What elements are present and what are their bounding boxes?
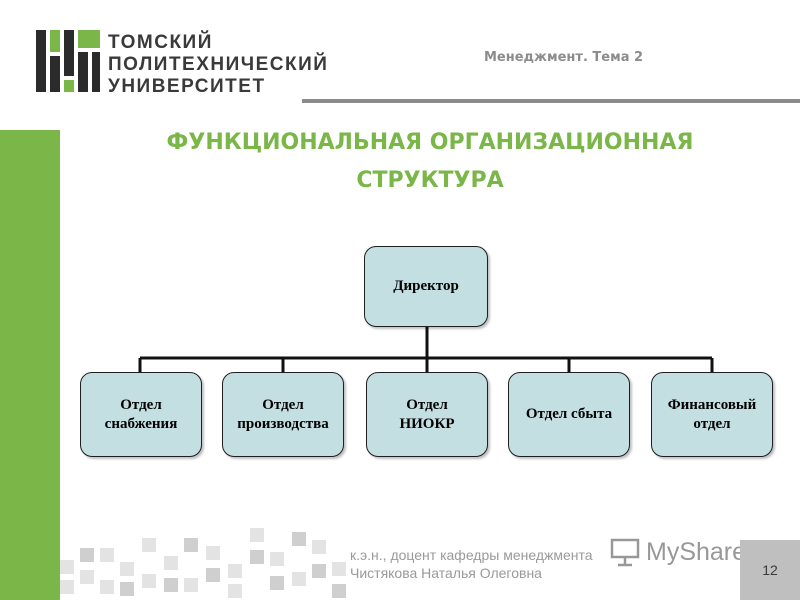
side-accent-bar: [0, 130, 60, 600]
slide-title-line-2: СТРУКТУРА: [356, 168, 504, 193]
org-node-director: Директор: [364, 246, 488, 327]
org-node-director-label: Директор: [393, 278, 459, 294]
page-number: 12: [762, 562, 778, 578]
org-node-production-dept: Отдел производства: [222, 372, 344, 457]
myshared-watermark: MyShared: [610, 537, 760, 567]
org-node-label: Отдел сбыта: [525, 406, 613, 422]
org-node-finance-dept: Финансовый отдел: [651, 372, 773, 457]
university-name: ТОМСКИЙ ПОЛИТЕХНИЧЕСКИЙ УНИВЕРСИТЕТ: [108, 32, 328, 98]
org-node-label: Отдел НИОКР: [399, 396, 455, 432]
slide-title: ФУНКЦИОНАЛЬНАЯ ОРГАНИЗАЦИОННАЯ СТРУКТУРА: [110, 124, 750, 200]
presentation-board-icon: [610, 538, 640, 567]
org-node-label: Отдел снабжения: [104, 396, 178, 432]
university-logo: [36, 30, 100, 92]
org-node-label: Отдел производства: [237, 396, 329, 432]
header-divider: [302, 99, 800, 103]
university-name-line-3: УНИВЕРСИТЕТ: [108, 76, 266, 97]
org-node-supply-dept: Отдел снабжения: [80, 372, 202, 457]
slide-title-line-1: ФУНКЦИОНАЛЬНАЯ ОРГАНИЗАЦИОННАЯ: [166, 130, 694, 155]
course-topic: Менеджмент. Тема 2: [484, 50, 644, 65]
page-number-box: 12: [740, 540, 800, 600]
university-name-line-2: ПОЛИТЕХНИЧЕСКИЙ: [108, 54, 329, 75]
university-name-line-1: ТОМСКИЙ: [108, 32, 213, 53]
org-node-rnd-dept: Отдел НИОКР: [366, 372, 488, 457]
org-node-label: Финансовый отдел: [667, 396, 757, 432]
org-node-sales-dept: Отдел сбыта: [508, 372, 630, 457]
author-credit-line-2: Чистякова Наталья Олеговна: [350, 565, 542, 581]
author-credit: к.э.н., доцент кафедры менеджмента Чистя…: [350, 546, 593, 582]
decorative-pixel-pattern: [60, 528, 346, 598]
author-credit-line-1: к.э.н., доцент кафедры менеджмента: [350, 547, 593, 563]
